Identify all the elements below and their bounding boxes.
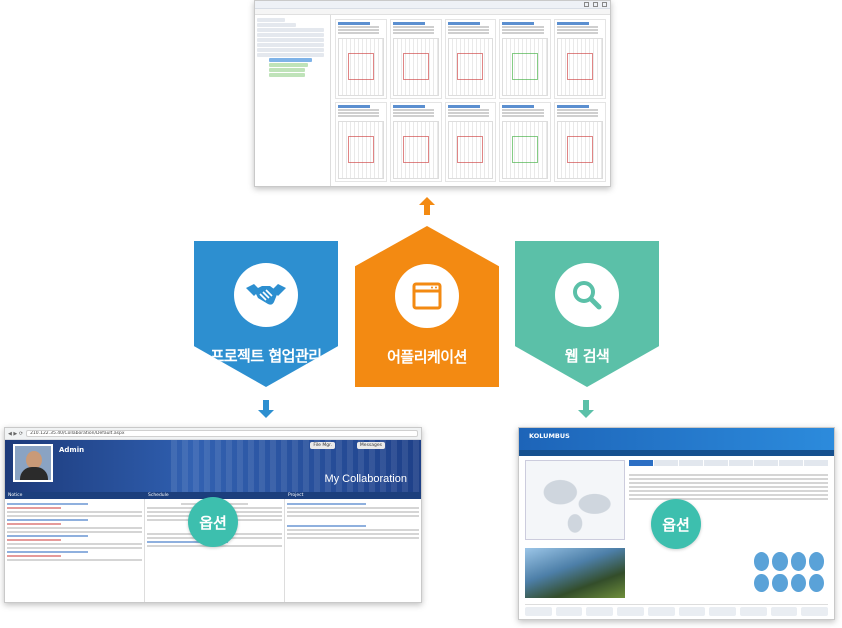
section-headers: Notice Schedule Project	[5, 492, 421, 499]
search-result-list	[629, 470, 828, 540]
drawing-thumbnail[interactable]	[335, 102, 387, 182]
drawing-thumbnail[interactable]	[335, 19, 387, 99]
web-nav	[519, 450, 834, 456]
web-logo: KOLUMBUS	[529, 432, 570, 440]
app-titlebar	[255, 1, 610, 9]
handshake-icon	[234, 263, 298, 327]
world-map	[525, 460, 625, 540]
app-folder-tree	[255, 15, 331, 186]
application-screenshot	[254, 0, 611, 187]
node-project-collaboration: 프로젝트 협업관리	[194, 241, 338, 387]
node-application: 어플리케이션	[355, 226, 499, 387]
section-schedule: Schedule	[148, 493, 169, 498]
option-badge: 옵션	[188, 497, 238, 547]
app-window-icon	[395, 264, 459, 328]
drawing-thumbnail[interactable]	[499, 19, 552, 99]
arrow-down-icon	[578, 400, 594, 418]
node-web-search: 웹 검색	[515, 241, 659, 387]
arrow-up-icon	[419, 197, 435, 215]
file-mgr-chip[interactable]: File Mgr.	[310, 442, 335, 449]
partner-logos	[525, 604, 829, 616]
collab-banner: Admin File Mgr. Messages My Collaboratio…	[5, 440, 421, 492]
admin-name: Admin	[59, 446, 85, 454]
drawing-thumbnail[interactable]	[389, 102, 442, 182]
node-label: 어플리케이션	[387, 348, 467, 366]
section-notice: Notice	[8, 493, 23, 498]
drawing-thumbnail[interactable]	[389, 19, 442, 99]
messages-chip[interactable]: Messages	[356, 442, 385, 449]
drawing-thumbnail[interactable]	[444, 102, 497, 182]
address-field[interactable]: 210.122.35.40/Collaboration/Default.aspx	[26, 430, 418, 437]
web-search-screenshot: KOLUMBUS	[518, 427, 835, 620]
option-badge: 옵션	[651, 499, 701, 549]
app-toolbar	[255, 9, 610, 15]
node-label: 프로젝트 협업관리	[210, 347, 322, 365]
quick-links	[754, 552, 824, 592]
browser-address-bar: ◀ ▶ ⟳ 210.122.35.40/Collaboration/Defaul…	[5, 428, 421, 440]
featured-photo	[525, 548, 625, 598]
arrow-down-icon	[258, 400, 274, 418]
magnifier-icon	[555, 263, 619, 327]
section-project: Project	[288, 493, 304, 498]
drawing-thumbnail[interactable]	[499, 102, 552, 182]
web-tabs	[629, 460, 828, 466]
drawing-thumbnail[interactable]	[554, 19, 606, 99]
site-title: My Collaboration	[324, 473, 407, 485]
web-header: KOLUMBUS	[519, 428, 834, 450]
avatar	[13, 444, 53, 482]
notice-column	[5, 499, 145, 602]
collaboration-screenshot: ◀ ▶ ⟳ 210.122.35.40/Collaboration/Defaul…	[4, 427, 422, 603]
drawing-thumbnail[interactable]	[444, 19, 497, 99]
drawing-thumbnail[interactable]	[554, 102, 606, 182]
node-label: 웹 검색	[564, 347, 610, 365]
drawing-thumbnail-grid	[335, 19, 606, 182]
project-column	[285, 499, 421, 602]
